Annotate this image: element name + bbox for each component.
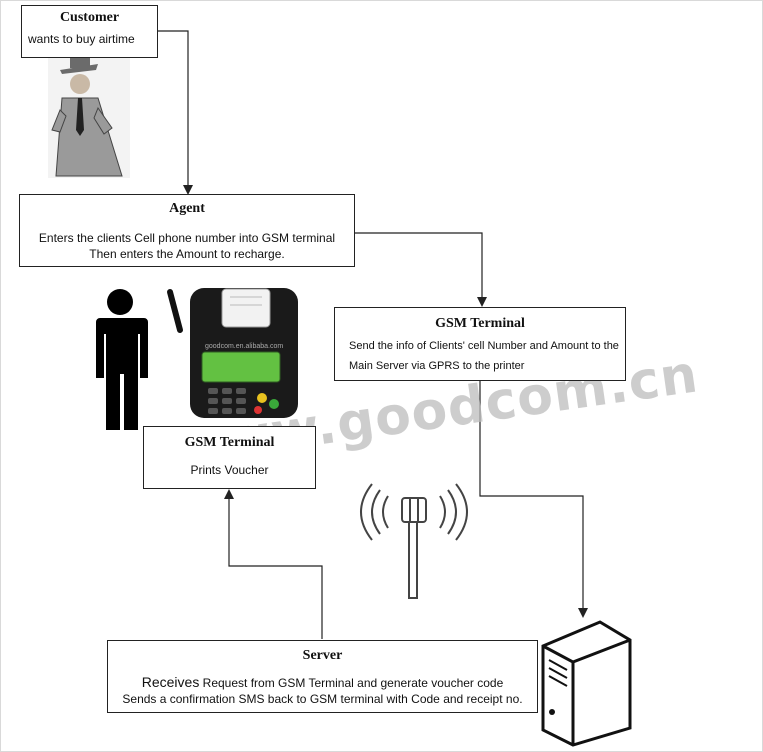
server-receives-rest: Request from GSM Terminal and generate v…	[199, 676, 504, 690]
arrow-agent-to-gsm-terminal	[355, 232, 487, 307]
arrow-customer-to-agent	[158, 30, 193, 195]
arrow-server-to-print-terminal	[224, 489, 323, 639]
businessman-illustration	[48, 56, 130, 178]
arrow-gsm-terminal-to-server	[479, 381, 588, 618]
agent-box: Agent Enters the clients Cell phone numb…	[19, 194, 355, 267]
gsm-terminal-print-description: Prints Voucher	[190, 463, 269, 477]
server-description-line-2: Sends a confirmation SMS back to GSM ter…	[122, 692, 523, 706]
server-tower-icon	[541, 620, 632, 747]
person-silhouette-icon	[96, 289, 148, 430]
agent-title: Agent	[169, 201, 205, 216]
gsm-terminal-print-box: GSM Terminal Prints Voucher	[143, 426, 316, 489]
gsm-terminal-send-title: GSM Terminal	[435, 316, 525, 331]
customer-description: wants to buy airtime	[28, 32, 135, 46]
gsm-terminal-send-line-2: Main Server via GPRS to the printer	[349, 360, 525, 372]
agent-description-line-2: Then enters the Amount to recharge.	[89, 247, 285, 261]
terminal-device-illustration	[167, 288, 298, 418]
gsm-terminal-send-line-1: Send the info of Clients' cell Number an…	[349, 340, 619, 352]
gsm-terminal-print-title: GSM Terminal	[184, 435, 275, 450]
customer-title: Customer	[59, 10, 120, 25]
device-brand-text: goodcom.en.alibaba.com	[205, 343, 284, 350]
server-title: Server	[302, 648, 343, 663]
agent-description-line-1: Enters the clients Cell phone number int…	[38, 231, 336, 245]
server-receives-word: Receives	[141, 674, 200, 690]
server-box: Server Receives Request from GSM Termina…	[107, 640, 538, 713]
signal-tower-icon	[360, 483, 468, 599]
gsm-terminal-send-box: GSM Terminal Send the info of Clients' c…	[334, 307, 626, 381]
customer-box: Customer wants to buy airtime	[21, 5, 158, 58]
server-description-line-1: Receives Request from GSM Terminal and g…	[108, 674, 537, 690]
